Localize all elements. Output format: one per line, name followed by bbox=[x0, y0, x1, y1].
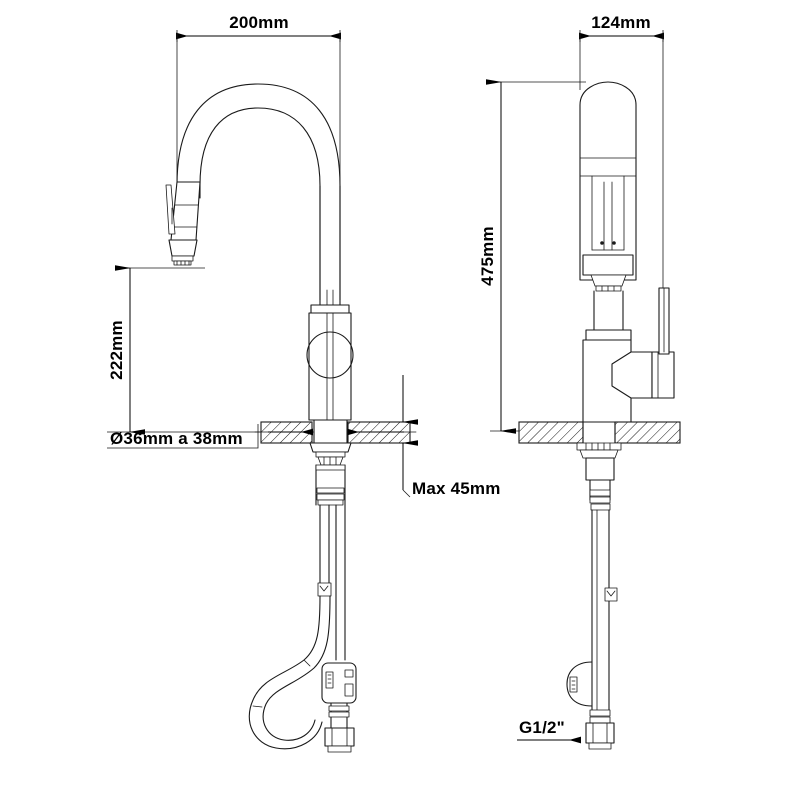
dimension-label-deck-thickness: Max 45mm bbox=[412, 479, 501, 498]
dimension-body-depth: 124mm bbox=[579, 13, 664, 42]
counter-deck-side bbox=[518, 421, 681, 444]
hose-assembly-side bbox=[566, 479, 618, 750]
mounting-hardware-side bbox=[576, 442, 622, 481]
front-view: 200mm 222mm Ø36mm a 38mm Max 45mm bbox=[107, 13, 501, 753]
spray-head bbox=[165, 181, 201, 266]
dimension-deck-hole: Ø36mm a 38mm bbox=[107, 424, 259, 449]
dimension-label-spout-height: 222mm bbox=[107, 320, 126, 380]
dimension-deck-thickness: Max 45mm bbox=[402, 375, 501, 498]
faucet-body-side bbox=[582, 287, 675, 423]
faucet-column-front bbox=[306, 185, 354, 421]
dimension-label-total-height: 475mm bbox=[478, 226, 497, 286]
dimension-spout-height: 222mm bbox=[107, 265, 261, 435]
dimension-label-supply-thread: G1/2" bbox=[519, 718, 565, 737]
counter-deck-front bbox=[254, 421, 417, 444]
dimension-total-height: 475mm bbox=[478, 79, 586, 434]
spout-body-side bbox=[579, 81, 637, 331]
mounting-hardware-front bbox=[309, 419, 352, 466]
dimension-label-body-depth: 124mm bbox=[591, 13, 651, 32]
side-view: 124mm 475mm G1/2" bbox=[478, 13, 681, 750]
dimension-spout-reach: 200mm bbox=[176, 13, 341, 42]
dimension-label-spout-reach: 200mm bbox=[229, 13, 289, 32]
dimension-label-deck-hole: Ø36mm a 38mm bbox=[110, 429, 243, 448]
hose-assembly-front bbox=[248, 464, 357, 753]
dimension-supply-thread: G1/2" bbox=[517, 718, 581, 744]
